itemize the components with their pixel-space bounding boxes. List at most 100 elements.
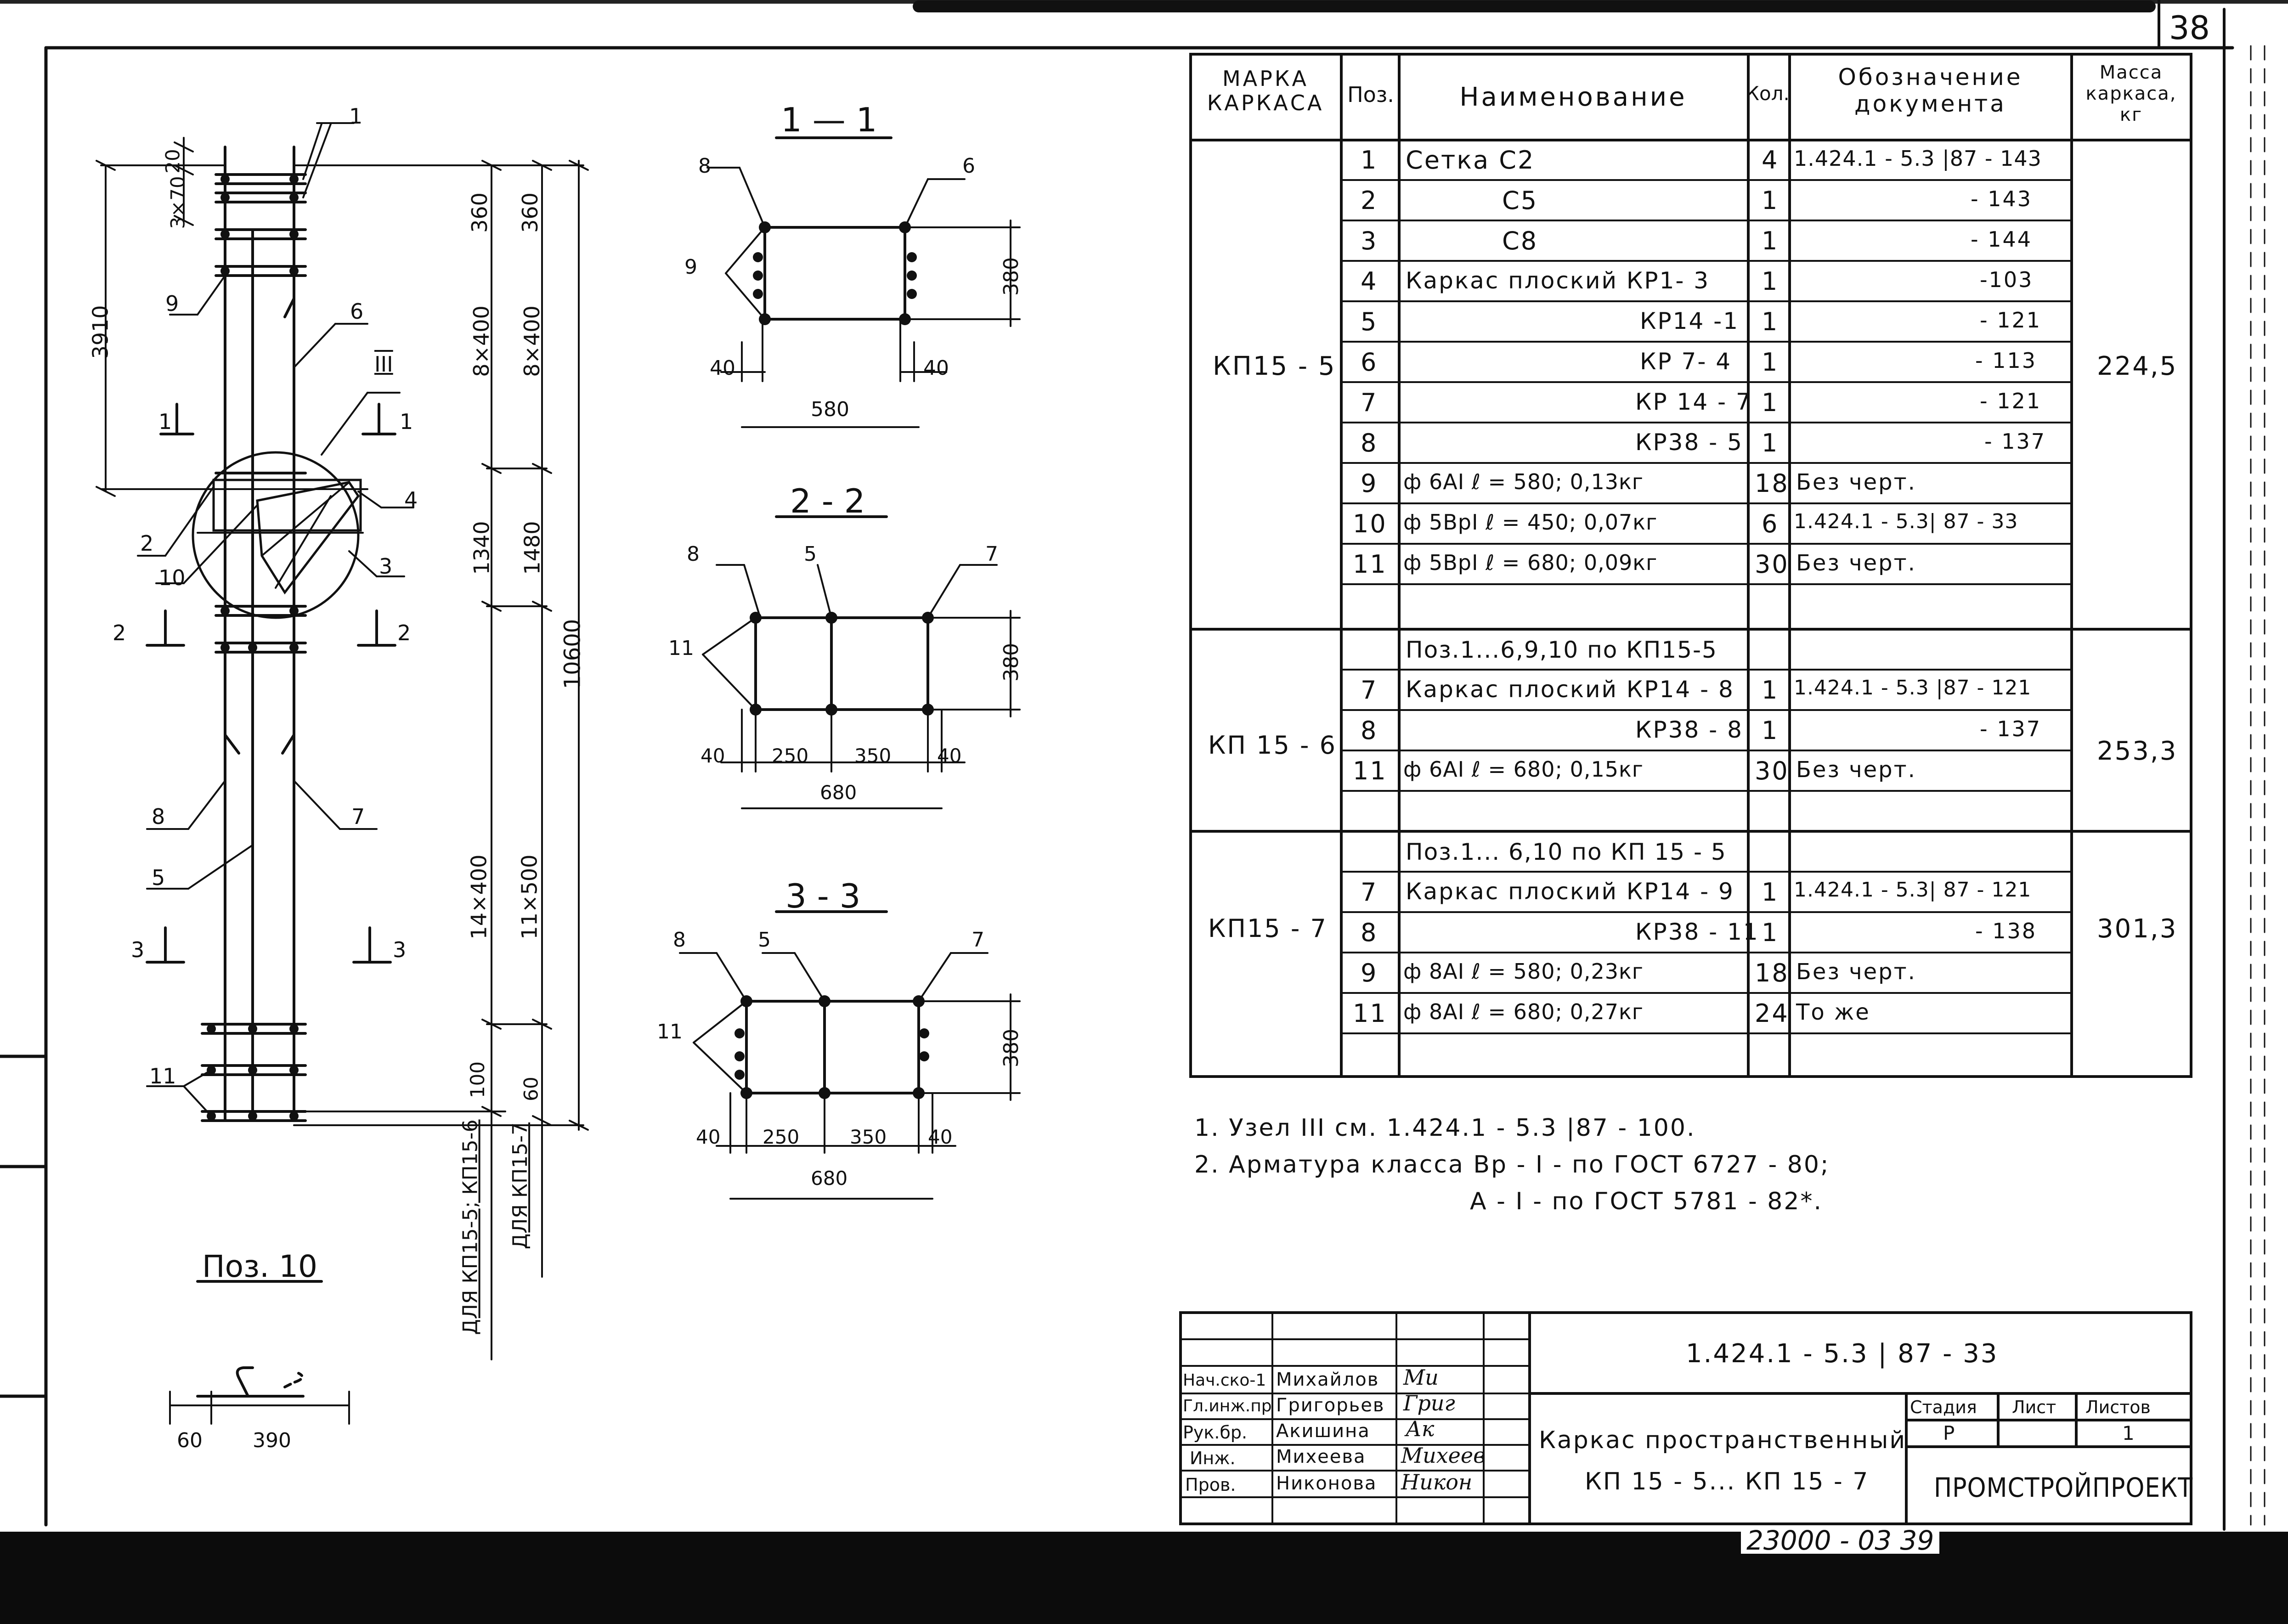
cut-2-right: 2 (397, 620, 411, 645)
row-pos: 2 (1361, 186, 1378, 215)
role-label: Инж. (1190, 1448, 1236, 1468)
group-mass: 301,3 (2097, 914, 2178, 944)
s3-callout-8: 8 (673, 928, 686, 952)
row-doc: 1.424.1 - 5.3| 87 - 33 (1794, 510, 2018, 533)
s1-callout-6: 6 (962, 154, 975, 178)
s3-dim-680: 680 (811, 1167, 848, 1190)
signature: Михеев (1401, 1443, 1486, 1468)
row-doc: -103 (1980, 267, 2034, 292)
row-name: КР38 - 8 (1635, 716, 1743, 743)
row-name: Каркас плоский КР1- 3 (1406, 267, 1710, 294)
pos10-title: Поз. 10 (202, 1249, 318, 1284)
organization: ПРОМСТРОЙПРОЕКТ (1934, 1472, 2193, 1503)
dim-8x400-b: 8×400 (519, 305, 544, 377)
group-mark: КП15 - 7 (1208, 914, 1328, 943)
dim-20: 20 (161, 149, 184, 174)
row-doc: - 144 (1971, 227, 2033, 252)
dim-14x400: 14×400 (466, 854, 491, 940)
group-mass: 253,3 (2097, 736, 2178, 766)
row-qty: 30 (1755, 550, 1789, 579)
callout-9: 9 (165, 291, 179, 316)
row-name: С5 (1502, 186, 1538, 215)
person-name: Григорьев (1276, 1395, 1385, 1416)
group-note: Поз.1...6,9,10 по КП15-5 (1406, 637, 1717, 663)
dim-60: 60 (520, 1077, 542, 1101)
callout-5: 5 (152, 865, 165, 890)
dim-1480: 1480 (520, 521, 545, 575)
row-name: Каркас плоский КР14 - 9 (1406, 878, 1734, 905)
cut-1-right: 1 (400, 409, 413, 434)
row-qty: 1 (1762, 348, 1779, 377)
th-mass: Масса каркаса, кг (2085, 62, 2177, 125)
signature: Ми (1403, 1365, 1439, 1390)
row-pos: 11 (1353, 756, 1387, 785)
row-qty: 18 (1755, 469, 1789, 498)
cut-3-right: 3 (393, 937, 407, 962)
section-3-3-drawing (679, 910, 1021, 1200)
sheet-number: 38 (2169, 9, 2210, 47)
callout-10: 10 (158, 565, 186, 590)
pos10-dim-60: 60 (177, 1429, 203, 1452)
row-name: КР38 - 5 (1635, 429, 1743, 456)
dim-3x70: 3×70 (166, 176, 189, 229)
s2-callout-11: 11 (668, 637, 694, 660)
row-doc: 1.424.1 - 5.3| 87 - 121 (1794, 878, 2032, 902)
note-2: 2. Арматура класса Вр - I - по ГОСТ 6727… (1194, 1151, 1830, 1179)
callout-node-III: III (374, 352, 393, 377)
s2-dim-350: 350 (854, 744, 892, 767)
row-doc: - 113 (1975, 348, 2037, 373)
row-doc: То же (1796, 999, 1870, 1025)
s2-callout-8: 8 (687, 542, 700, 566)
row-doc: Без черт. (1796, 959, 1916, 985)
row-name: КР14 -1 (1640, 308, 1740, 334)
row-doc: Без черт. (1796, 757, 1916, 783)
applies-kp15-7: ДЛЯ КП15-7 (508, 1122, 532, 1250)
row-doc: Без черт. (1796, 550, 1916, 576)
dim-360-b: 360 (517, 192, 542, 233)
dim-8x400-a: 8×400 (469, 305, 494, 377)
archive-number: 23000 - 03 39 (1741, 1527, 1940, 1554)
row-qty: 4 (1762, 146, 1779, 175)
applies-kp15-5-6: ДЛЯ КП15-5; КП15-6 (458, 1119, 482, 1335)
row-pos: 5 (1361, 307, 1378, 336)
s2-dim-250: 250 (772, 744, 809, 767)
row-name: ф 5ВрI ℓ = 680; 0,09кг (1403, 550, 1658, 575)
group-mass: 224,5 (2097, 351, 2178, 381)
callout-2: 2 (140, 531, 154, 556)
row-qty: 1 (1762, 878, 1779, 907)
row-pos: 11 (1353, 550, 1387, 579)
section-bar-dots (734, 221, 934, 1099)
s3-dim-40-right: 40 (928, 1126, 953, 1148)
callout-1: 1 (349, 104, 363, 129)
elevation-dimensions (96, 137, 589, 1360)
s1-dim-40-right: 40 (923, 356, 949, 380)
row-qty: 30 (1755, 756, 1789, 785)
doc-code: 1.424.1 - 5.3 | 87 - 33 (1686, 1339, 1999, 1369)
s2-dim-680: 680 (820, 781, 857, 804)
dim-10600: 10600 (559, 619, 586, 689)
row-doc: Без черт. (1796, 469, 1916, 495)
row-pos: 7 (1361, 676, 1378, 705)
section-1-1-drawing (706, 136, 1021, 428)
row-pos: 8 (1361, 429, 1378, 457)
row-qty: 1 (1762, 307, 1779, 336)
group-note: Поз.1... 6,10 по КП 15 - 5 (1406, 839, 1727, 865)
row-doc: - 121 (1980, 389, 2042, 413)
elevation-bar-dots (207, 175, 299, 1121)
stage-value: Р (1943, 1422, 1955, 1444)
role-label: Гл.инж.пр (1183, 1397, 1272, 1415)
th-mark: МАРКА КАРКАСА (1207, 66, 1324, 115)
th-pos: Поз. (1347, 82, 1394, 107)
row-qty: 1 (1762, 226, 1779, 255)
s3-callout-11: 11 (657, 1020, 683, 1043)
s2-dim-40-left: 40 (701, 744, 725, 767)
row-doc: - 138 (1975, 919, 2037, 943)
sheets-label: Листов (2085, 1397, 2151, 1417)
callout-4: 4 (404, 487, 418, 512)
group-mark: КП 15 - 6 (1208, 731, 1337, 760)
row-name: Каркас плоский КР14 - 8 (1406, 676, 1734, 703)
s3-dim-250: 250 (763, 1126, 800, 1148)
row-pos: 10 (1353, 509, 1387, 538)
row-doc: - 143 (1971, 186, 2033, 211)
elevation-leaders (137, 122, 414, 1117)
